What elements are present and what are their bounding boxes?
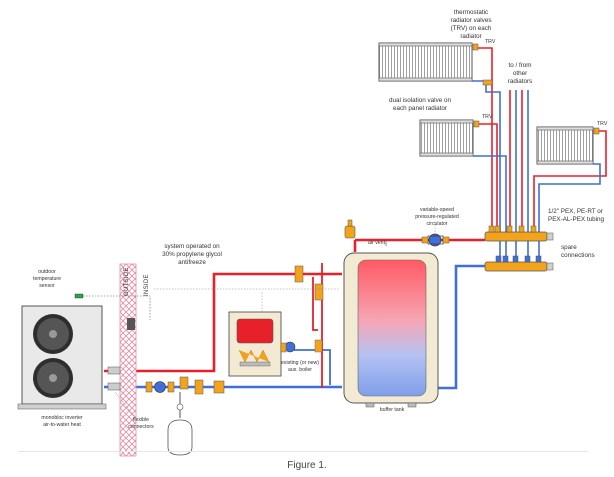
radiator-right xyxy=(536,126,594,165)
flexible-label-line2: connectors xyxy=(128,424,154,430)
tubing-label-line2: PEX-AL-PEX tubing xyxy=(548,216,604,223)
buffer-tank-label: buffer tank xyxy=(380,407,405,413)
exterior-wall xyxy=(119,263,137,457)
outside-label: OUTSIDE xyxy=(124,267,130,296)
to-from-label-line1: to / from xyxy=(508,62,531,69)
distribution-piping xyxy=(353,238,485,390)
aux-boiler xyxy=(228,311,323,377)
trv-tag-2: TRV xyxy=(482,114,493,120)
to-from-label-line2: other xyxy=(513,70,527,77)
dual-iso-label-line2: each panel radiator xyxy=(393,105,447,112)
heat-pump-label-line1: monobloc inverter xyxy=(41,415,83,421)
tubing-label-line1: 1/2" PEX, PE-RT or xyxy=(548,208,603,215)
return-line-components xyxy=(145,376,225,395)
buffer-tank xyxy=(343,252,439,408)
supply-manifold xyxy=(484,225,554,242)
boiler-label-line2: aux. boiler xyxy=(288,367,312,373)
radiator-top xyxy=(378,42,473,82)
outdoor-sensor-label-line3: sensor xyxy=(39,283,55,289)
outdoor-sensor-label-line2: temperature xyxy=(33,276,61,282)
glycol-label-line2: 30% propylene glycol xyxy=(162,251,222,258)
figure-caption: Figure 1. xyxy=(287,460,327,471)
control-wiring xyxy=(154,220,436,312)
flexible-label-line1: flexible xyxy=(133,417,149,423)
trv-label-line2: radiator valves xyxy=(451,17,492,24)
caption-divider xyxy=(18,451,588,452)
trv-label-line1: thermostatic xyxy=(454,9,488,16)
trv-tag-1: TRV xyxy=(485,39,496,45)
heat-pump-unit xyxy=(17,305,107,410)
flexible-connector-icons xyxy=(107,366,121,391)
boiler-label-line1: existing (or new) xyxy=(281,360,319,366)
inside-label: INSIDE xyxy=(144,274,150,296)
to-from-label-line3: radiators xyxy=(508,78,533,85)
circulator-label-line1: variable-speed xyxy=(420,207,454,213)
glycol-label-line3: antifreeze xyxy=(178,259,206,266)
supply-line-components xyxy=(294,265,324,301)
trv-tag-3: TRV xyxy=(597,121,608,127)
trv-label-line3: (TRV) on each xyxy=(451,25,492,32)
spare-label-line2: connections xyxy=(561,252,595,259)
air-vent-label: air vent xyxy=(368,240,386,246)
dual-iso-label-line1: dual isolation valve on xyxy=(389,97,451,104)
circulator-label-line3: circulator xyxy=(426,221,447,227)
dual-isolation-valve-icon xyxy=(482,79,493,86)
glycol-label-line1: system operated on xyxy=(164,243,220,250)
trv-label-line4: radiator xyxy=(460,33,481,40)
air-vent-icon xyxy=(344,219,387,246)
circulator-pump-icon xyxy=(421,233,450,247)
outdoor-sensor-icon xyxy=(74,293,151,330)
radiator-middle xyxy=(419,119,474,157)
heat-pump-label-line2: air-to-water heat xyxy=(43,422,81,428)
expansion-tank-icon xyxy=(167,392,193,456)
outdoor-sensor-label-line1: outdoor xyxy=(38,269,56,275)
radiator-piping xyxy=(472,47,607,258)
return-manifold xyxy=(484,255,554,272)
spare-label-line1: spare xyxy=(561,244,577,251)
circulator-label-line2: pressure-regulated xyxy=(415,214,459,220)
